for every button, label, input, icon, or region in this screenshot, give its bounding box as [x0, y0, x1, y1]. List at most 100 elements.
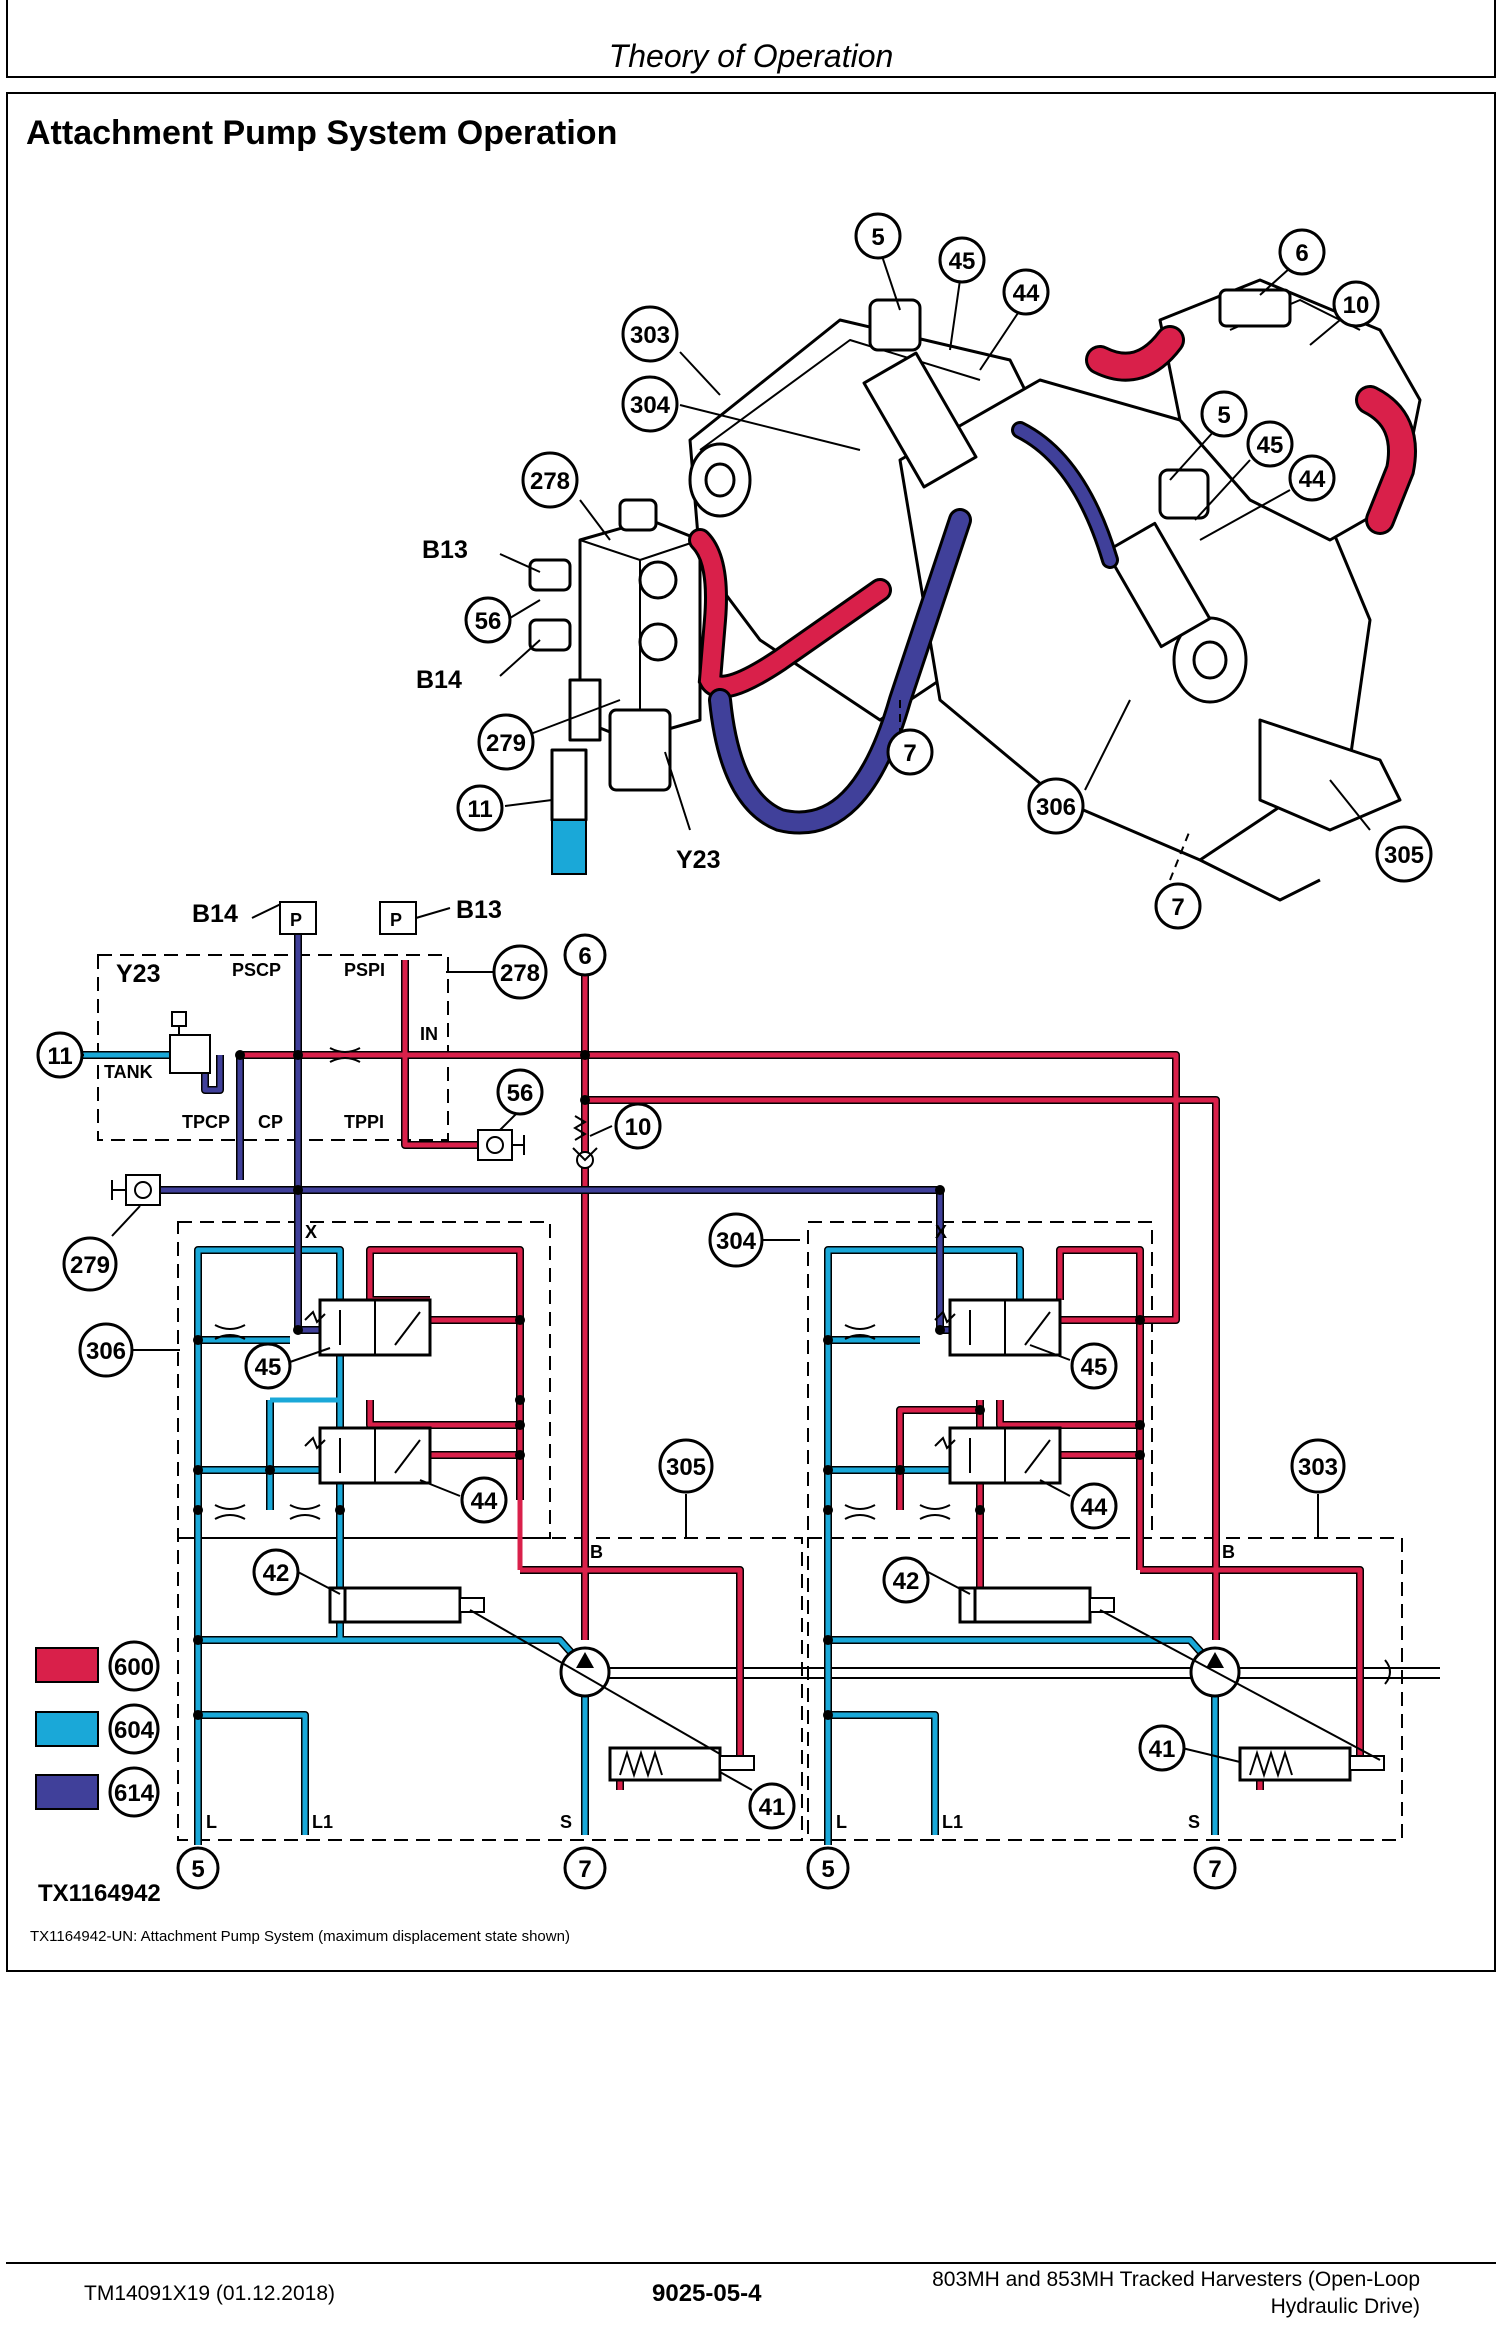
svg-text:6: 6 — [578, 943, 591, 970]
svg-text:11: 11 — [47, 1043, 72, 1070]
label-l1-right: L1 — [942, 1812, 963, 1832]
callout-5-mid: 5 — [1200, 390, 1248, 438]
svg-text:278: 278 — [500, 960, 540, 987]
bubble-11: 11 — [36, 1031, 84, 1079]
control-valve-45-right — [934, 1298, 1062, 1357]
footer-rule — [6, 2262, 1496, 2264]
bubble-7-right: 7 — [1193, 1846, 1237, 1890]
svg-text:56: 56 — [475, 608, 502, 635]
check-valve-56 — [477, 1129, 525, 1161]
schematic-bubbles: 278 6 11 56 10 279 304 306 45 45 44 44 3… — [36, 933, 1346, 1890]
label-tpcp: TPCP — [182, 1112, 230, 1132]
check-valve-279 — [111, 1174, 161, 1206]
bubble-41-right: 41 — [1138, 1724, 1186, 1772]
bubble-5-right: 5 — [806, 1846, 850, 1890]
svg-text:42: 42 — [893, 1568, 920, 1595]
callout-44-mid: 44 — [1288, 454, 1336, 502]
valve-block-306-box — [177, 1221, 551, 1539]
figure-id: TX1164942 — [38, 1880, 161, 1907]
svg-text:P: P — [290, 910, 302, 930]
callout-44-top: 44 — [1002, 268, 1050, 316]
bubble-279: 279 — [62, 1236, 118, 1292]
svg-text:45: 45 — [949, 248, 976, 275]
valve-y23 — [169, 1011, 211, 1074]
label-l-right: L — [836, 1812, 847, 1832]
callout-45-mid: 45 — [1246, 420, 1294, 468]
callout-303: 303 — [621, 305, 679, 363]
bubble-304: 304 — [708, 1212, 764, 1268]
pump-symbol-left — [469, 1609, 721, 1755]
svg-text:5: 5 — [1217, 402, 1230, 429]
svg-text:614: 614 — [114, 1780, 155, 1807]
bias-cylinder-41-left — [608, 1746, 755, 1782]
label-s-right: S — [1188, 1812, 1200, 1832]
callout-5-top: 5 — [854, 212, 902, 260]
sensor-b14: P — [251, 901, 317, 935]
bubble-305: 305 — [658, 1438, 714, 1494]
illustration-leaders — [499, 249, 1371, 881]
bubble-45-left: 45 — [244, 1342, 292, 1390]
callout-304: 304 — [621, 375, 679, 433]
sensor-b13: P — [379, 901, 451, 935]
control-valve-44-right — [934, 1426, 1062, 1485]
label-pscp: PSCP — [232, 960, 281, 980]
label-l1-left: L1 — [312, 1812, 333, 1832]
pump-305-box — [177, 1537, 803, 1841]
control-valve-45-left — [304, 1298, 432, 1357]
label-x-left: X — [305, 1222, 317, 1242]
callout-11-illus: 11 — [456, 784, 504, 832]
page-header: Theory of Operation — [6, 0, 1496, 78]
svg-text:279: 279 — [486, 730, 526, 757]
svg-text:41: 41 — [1149, 1736, 1176, 1763]
svg-text:56: 56 — [507, 1080, 534, 1107]
svg-text:305: 305 — [666, 1454, 706, 1481]
svg-text:303: 303 — [1298, 1454, 1338, 1481]
servo-cylinder-42-right — [958, 1586, 1115, 1624]
callout-278: 278 — [521, 451, 579, 509]
svg-text:42: 42 — [263, 1560, 290, 1587]
svg-text:7: 7 — [1171, 894, 1184, 921]
pump-illustration — [528, 278, 1422, 902]
control-valve-44-left — [304, 1426, 432, 1485]
bubble-5-left: 5 — [176, 1846, 220, 1890]
svg-text:7: 7 — [903, 740, 916, 767]
label-b13-illus: B13 — [422, 536, 468, 564]
bubble-42-left: 42 — [252, 1548, 300, 1596]
label-b14-illus: B14 — [416, 666, 462, 694]
bubble-41-left: 41 — [748, 1782, 796, 1830]
footer-page-number: 9025-05-4 — [652, 2280, 762, 2307]
callout-56: 56 — [464, 596, 512, 644]
svg-text:44: 44 — [1013, 280, 1040, 307]
svg-text:306: 306 — [1036, 794, 1076, 821]
bubble-44-left: 44 — [460, 1476, 508, 1524]
callout-305: 305 — [1375, 825, 1433, 883]
bubble-6: 6 — [563, 933, 607, 977]
servo-cylinder-42-left — [328, 1586, 485, 1624]
svg-text:10: 10 — [1343, 292, 1370, 319]
svg-text:45: 45 — [1257, 432, 1284, 459]
label-tppi: TPPI — [344, 1112, 384, 1132]
callout-306: 306 — [1027, 777, 1085, 835]
illustration-callouts: 5 45 44 6 10 303 304 5 45 44 278 B13 56 … — [416, 212, 1433, 930]
label-x-right: X — [935, 1222, 947, 1242]
label-y23: Y23 — [116, 960, 160, 988]
footer-manual: TM14091X19 (01.12.2018) — [84, 2282, 336, 2305]
svg-text:278: 278 — [530, 468, 570, 495]
label-l-left: L — [206, 1812, 217, 1832]
svg-text:5: 5 — [871, 224, 884, 251]
svg-text:5: 5 — [191, 1856, 204, 1883]
label-tank: TANK — [104, 1062, 153, 1082]
callout-6: 6 — [1278, 228, 1326, 276]
callout-45-top: 45 — [938, 236, 986, 284]
svg-text:304: 304 — [630, 392, 671, 419]
pump-303-box — [807, 1537, 1403, 1841]
svg-text:604: 604 — [114, 1717, 155, 1744]
label-b-left: B — [590, 1542, 603, 1562]
svg-text:11: 11 — [467, 796, 492, 823]
footer-title-line1: 803MH and 853MH Tracked Harvesters (Open… — [932, 2268, 1420, 2291]
label-b-right: B — [1222, 1542, 1235, 1562]
svg-text:7: 7 — [578, 1856, 591, 1883]
section-title: Theory of Operation — [608, 38, 894, 74]
svg-text:303: 303 — [630, 322, 670, 349]
